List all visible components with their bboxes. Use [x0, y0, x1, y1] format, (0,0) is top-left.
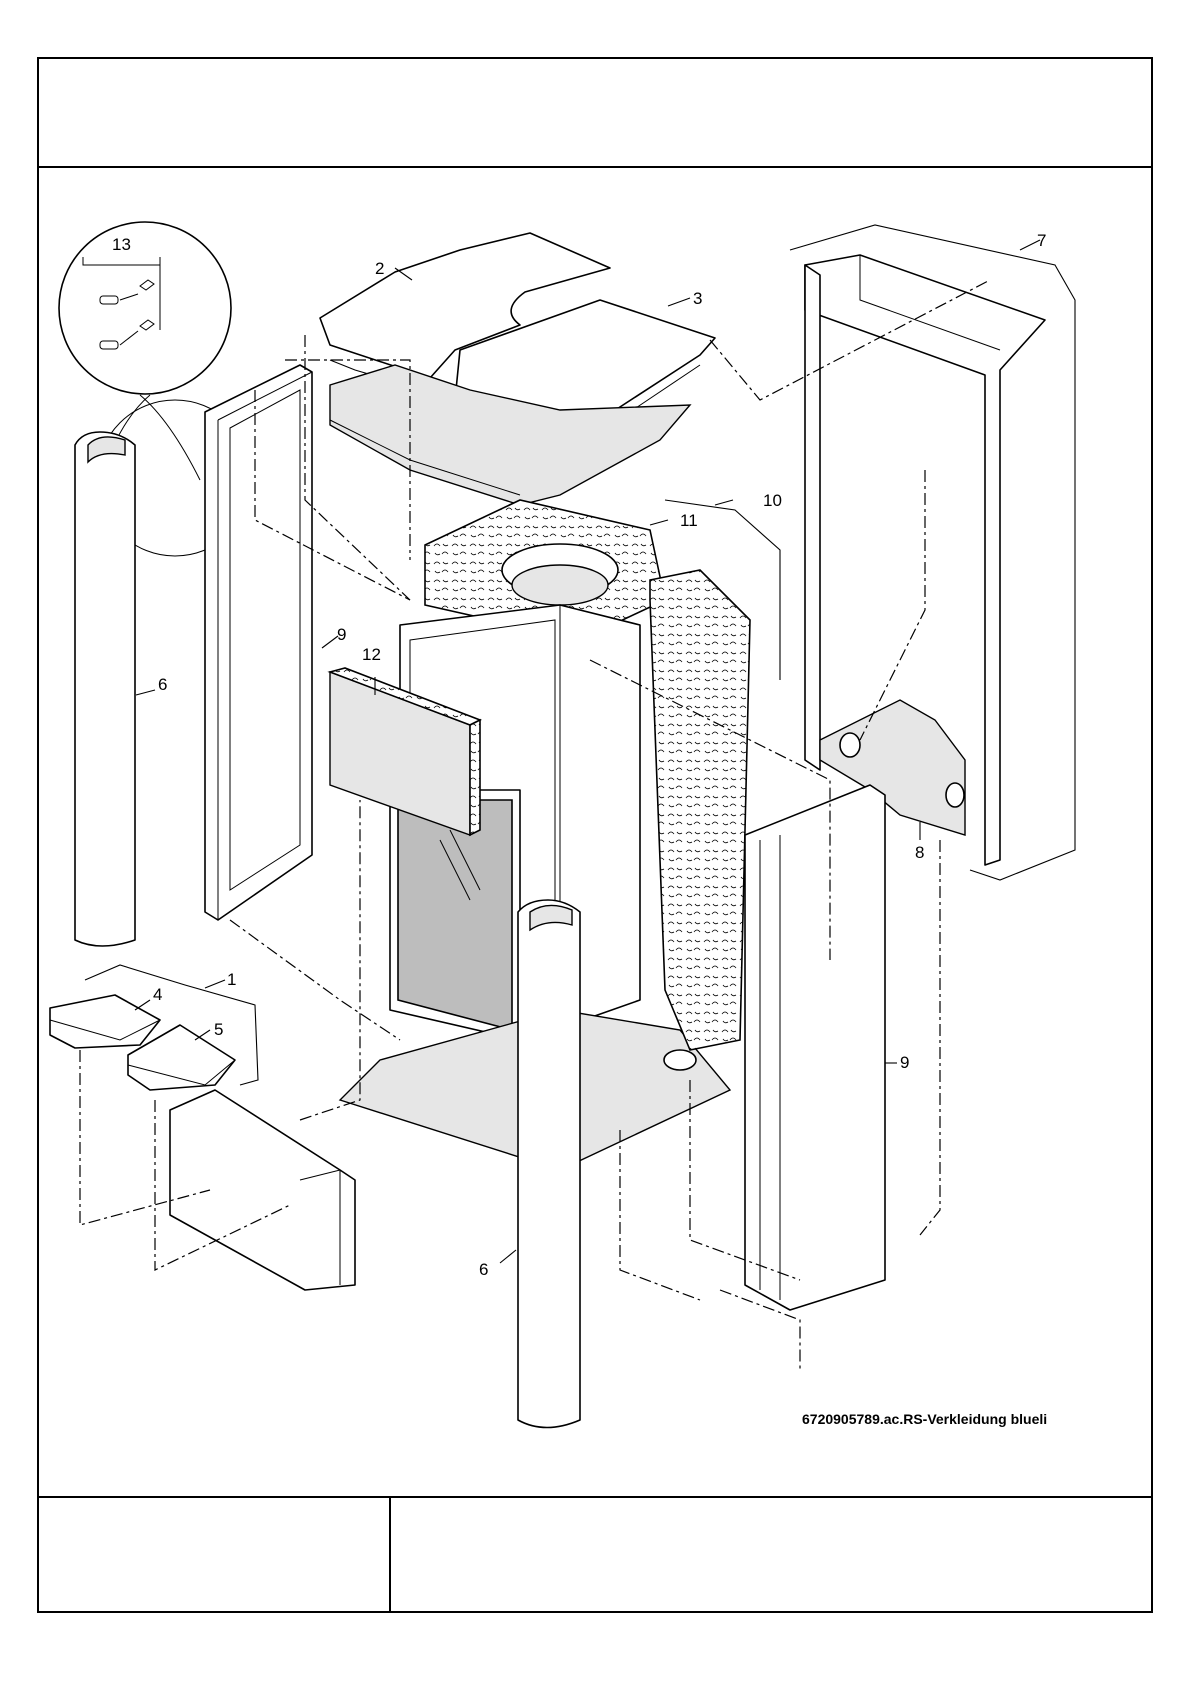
label-6: 6: [158, 675, 167, 694]
label-9: 9: [337, 625, 346, 644]
label-9-right: 9: [900, 1053, 909, 1072]
label-13: 13: [112, 235, 131, 254]
part-9-right-panel: [745, 785, 885, 1310]
label-5: 5: [214, 1020, 223, 1039]
label-3: 3: [693, 289, 702, 308]
label-4: 4: [153, 985, 162, 1004]
label-2: 2: [375, 259, 384, 278]
label-10: 10: [763, 491, 782, 510]
label-8: 8: [915, 843, 924, 862]
drawing-id-caption: 6720905789.ac.RS-Verkleidung blueli: [802, 1411, 1047, 1427]
label-12: 12: [362, 645, 381, 664]
label-1: 1: [227, 970, 236, 989]
label-11: 11: [680, 511, 698, 530]
part-4-box: [50, 995, 160, 1048]
part-9-left-frame: [205, 365, 312, 920]
label-7: 7: [1037, 231, 1046, 250]
part-6-front-column: [518, 900, 580, 1428]
part-6-left-column: [75, 432, 135, 946]
part-10-side-insulation: [650, 570, 750, 1050]
label-6-front: 6: [479, 1260, 488, 1279]
lower-frame: [170, 1090, 355, 1290]
